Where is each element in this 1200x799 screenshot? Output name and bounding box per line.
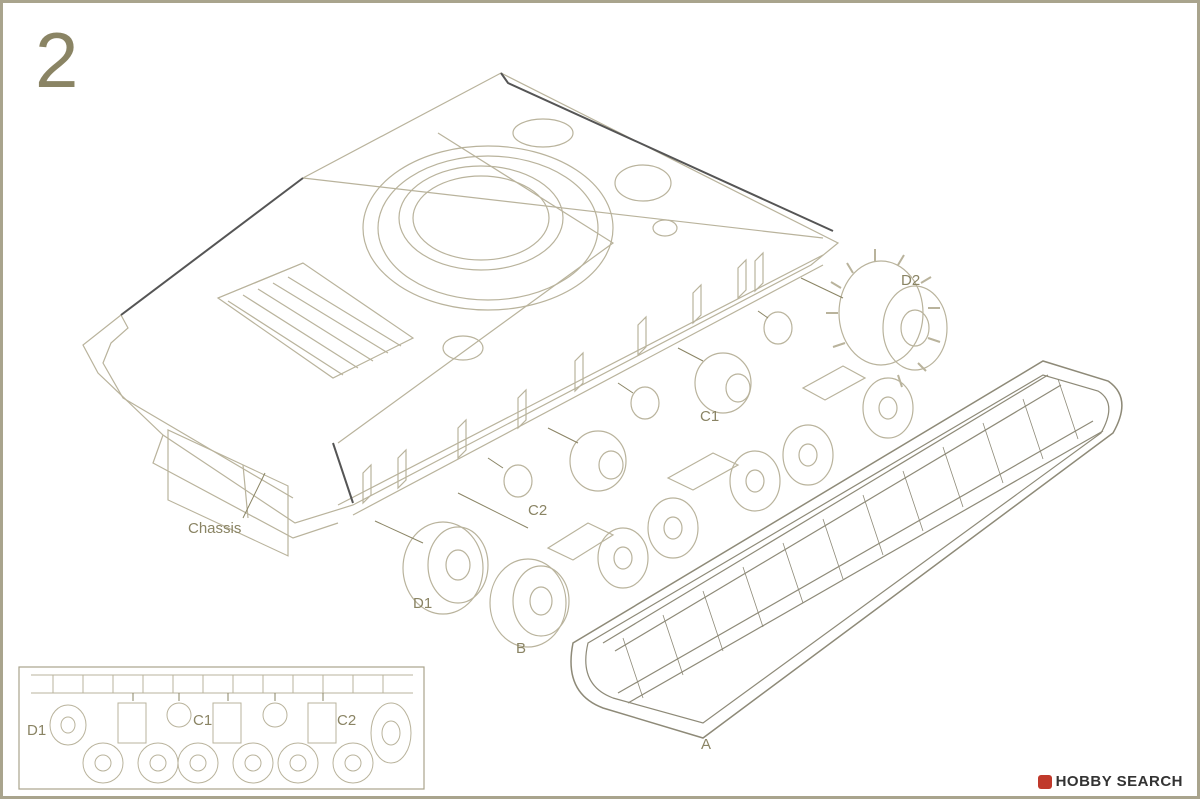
road-wheel-b [489,558,570,648]
label-a: A [701,736,711,753]
engine-grille [216,262,415,379]
label-c1: C1 [700,408,719,425]
return-rollers [503,311,793,498]
reference-inset: D1 C1 C2 [18,666,425,790]
drive-sprocket-d2 [826,249,948,388]
inset-label-c1: C1 [193,712,212,729]
label-b: B [516,640,526,657]
road-wheel-set-front [597,377,914,589]
suspension-brackets [362,251,764,505]
label-c2: C2 [528,502,547,519]
label-d1: D1 [413,595,432,612]
road-wheel-d1 [402,521,489,615]
track-run-a [570,360,1123,739]
bogie-units [546,365,867,561]
hobby-search-logo-icon [1037,774,1052,789]
assembly-drawing: Chassis D1 B C1 C2 D2 A [18,72,1123,790]
watermark: HOBBY SEARCH [1037,773,1183,790]
label-chassis: Chassis [188,520,241,537]
inset-label-d1: D1 [27,722,46,739]
assembly-arrows [374,277,844,544]
label-d2: D2 [901,272,920,289]
step-number: 2 [35,16,79,104]
watermark-text: HOBBY SEARCH [1055,773,1183,790]
chassis-hull [82,72,840,557]
inset-label-c2: C2 [337,712,356,729]
